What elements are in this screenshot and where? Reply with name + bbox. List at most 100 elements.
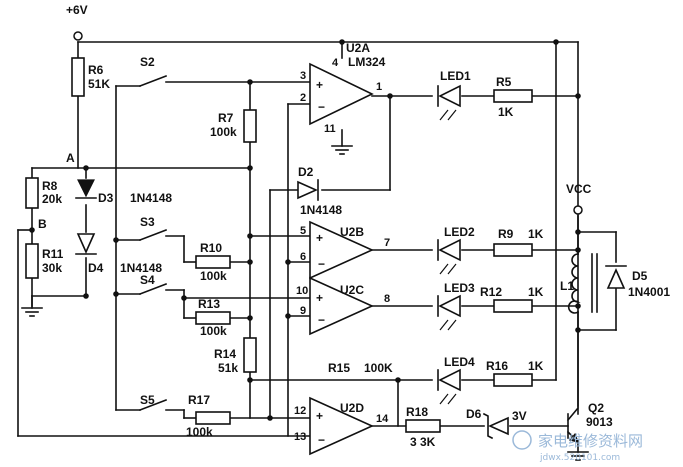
r9-name: R9: [498, 227, 514, 241]
led3: [437, 294, 461, 331]
ground-left: [21, 295, 43, 317]
u2c-pin10: 10: [296, 285, 308, 297]
r14-value: 51k: [218, 361, 238, 375]
led3-label: LED3: [444, 281, 475, 295]
opamp-u2a: + −: [309, 62, 374, 126]
resistor-r5: [493, 89, 533, 103]
switch-s2: [138, 74, 168, 88]
u2d-name: U2D: [340, 401, 364, 415]
resistor-r12: [493, 299, 533, 313]
q2-part: 9013: [586, 415, 613, 429]
resistor-r8: [25, 177, 39, 209]
led1-label: LED1: [440, 69, 471, 83]
u2c-name: U2C: [340, 283, 364, 297]
r9-value: 1K: [528, 227, 544, 241]
vcc-terminal: VCC: [566, 182, 592, 215]
u2b-pin7: 7: [384, 237, 390, 249]
switch-s3: [138, 228, 168, 242]
r11-name: R11: [42, 247, 64, 261]
svg-text:−: −: [318, 313, 325, 327]
r18-name: R18: [406, 405, 428, 419]
r12-value: 1K: [528, 285, 544, 299]
d2-part: 1N4148: [300, 203, 342, 217]
r5-name: R5: [496, 75, 512, 89]
svg-text:−: −: [318, 100, 325, 114]
r11-value: 30k: [42, 261, 62, 275]
resistor-r16: [493, 373, 533, 387]
resistor-r18: [405, 419, 441, 433]
resistor-r9: [493, 243, 533, 257]
u2a-pin4: 4: [332, 57, 339, 69]
led2-label: LED2: [444, 225, 475, 239]
r13-name: R13: [198, 297, 220, 311]
svg-text:−: −: [318, 257, 325, 271]
d6-name: D6: [466, 407, 482, 421]
ground-u2a: [331, 145, 353, 155]
r6-name: R6: [88, 63, 104, 77]
diode-d2: [297, 179, 319, 201]
wires: [17, 41, 617, 453]
svg-text:−: −: [318, 433, 325, 447]
s5-label: S5: [140, 393, 155, 407]
node-b-label: B: [38, 217, 47, 231]
opamp-u2c: + −: [309, 276, 374, 336]
svg-text:+: +: [316, 409, 323, 423]
resistor-r17: [195, 411, 231, 425]
u2d-pin13: 13: [294, 431, 306, 443]
diode-d5: [605, 265, 627, 289]
r18-value: 3 3K: [410, 435, 436, 449]
r10-name: R10: [200, 241, 222, 255]
diode-d3: [75, 179, 97, 199]
u2c-pin9: 9: [300, 305, 306, 317]
diode-d4: [75, 233, 97, 255]
resistor-r11: [25, 243, 39, 279]
r6-value: 51K: [88, 77, 110, 91]
s2-label: S2: [140, 55, 155, 69]
led4-label: LED4: [444, 355, 475, 369]
resistor-r6: [71, 57, 85, 97]
svg-text:+: +: [316, 78, 323, 92]
d3-name: D3: [98, 191, 114, 205]
u2a-pin1: 1: [376, 81, 382, 93]
relay-coil-l1: [567, 253, 598, 314]
resistor-r13: [195, 311, 231, 325]
u2a-pin11: 11: [324, 123, 336, 135]
r12-name: R12: [480, 285, 502, 299]
r17-name: R17: [188, 393, 210, 407]
resistor-r10: [195, 255, 231, 269]
watermark-logo: 家电维修资料网 jdwx.520101.com: [512, 430, 643, 463]
u2a-pin2: 2: [300, 92, 306, 104]
r7-name: R7: [218, 111, 234, 125]
q2-name: Q2: [588, 401, 604, 415]
d4-name: D4: [88, 261, 104, 275]
switch-s4: [138, 282, 168, 296]
d5-part: 1N4001: [628, 285, 670, 299]
supply-terminal-6v: +6V: [66, 3, 88, 41]
resistor-r7: [243, 109, 257, 143]
led2: [437, 238, 461, 275]
node-a-label: A: [66, 151, 75, 165]
r16-name: R16: [486, 359, 508, 373]
svg-text:+: +: [316, 231, 323, 245]
r17-value: 100k: [186, 425, 213, 439]
u2a-name: U2A: [346, 41, 370, 55]
d2-name: D2: [298, 165, 314, 179]
s4-label: S4: [140, 273, 155, 287]
opamp-u2d: + −: [309, 396, 374, 456]
s3-label: S3: [140, 215, 155, 229]
r5-value: 1K: [498, 105, 514, 119]
watermark-text: 家电维修资料网: [538, 432, 643, 450]
u2c-pin8: 8: [384, 293, 390, 305]
supply-label: +6V: [66, 3, 88, 17]
r15-value: 100K: [364, 361, 393, 375]
watermark-url: jdwx.520101.com: [539, 453, 620, 463]
u2a-part: LM324: [348, 55, 386, 69]
svg-text:+: +: [316, 291, 323, 305]
resistor-r14: [243, 337, 257, 373]
r15-name: R15: [328, 361, 350, 375]
u2d-pin14: 14: [376, 413, 389, 425]
r10-value: 100k: [200, 269, 227, 283]
u2b-name: U2B: [340, 225, 364, 239]
r7-value: 100k: [210, 125, 237, 139]
transistor-q2: [566, 406, 580, 444]
